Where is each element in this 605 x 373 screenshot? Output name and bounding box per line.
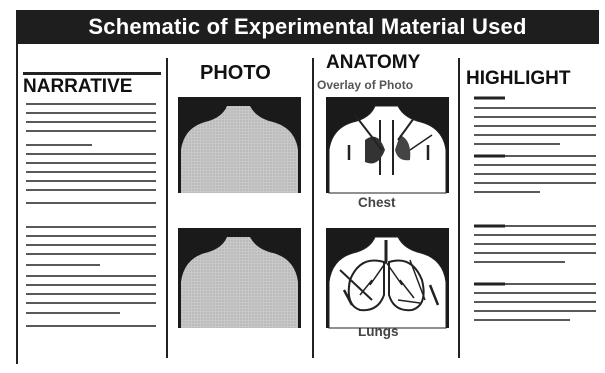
anatomy-lungs-overlay: [326, 228, 449, 328]
narrative-text-lines: [26, 104, 156, 326]
photo-chest-image: [178, 97, 301, 193]
anatomy-chest-overlay: [326, 97, 449, 193]
highlight-text-lines: [474, 98, 596, 320]
photo-torso-image: [178, 228, 301, 328]
